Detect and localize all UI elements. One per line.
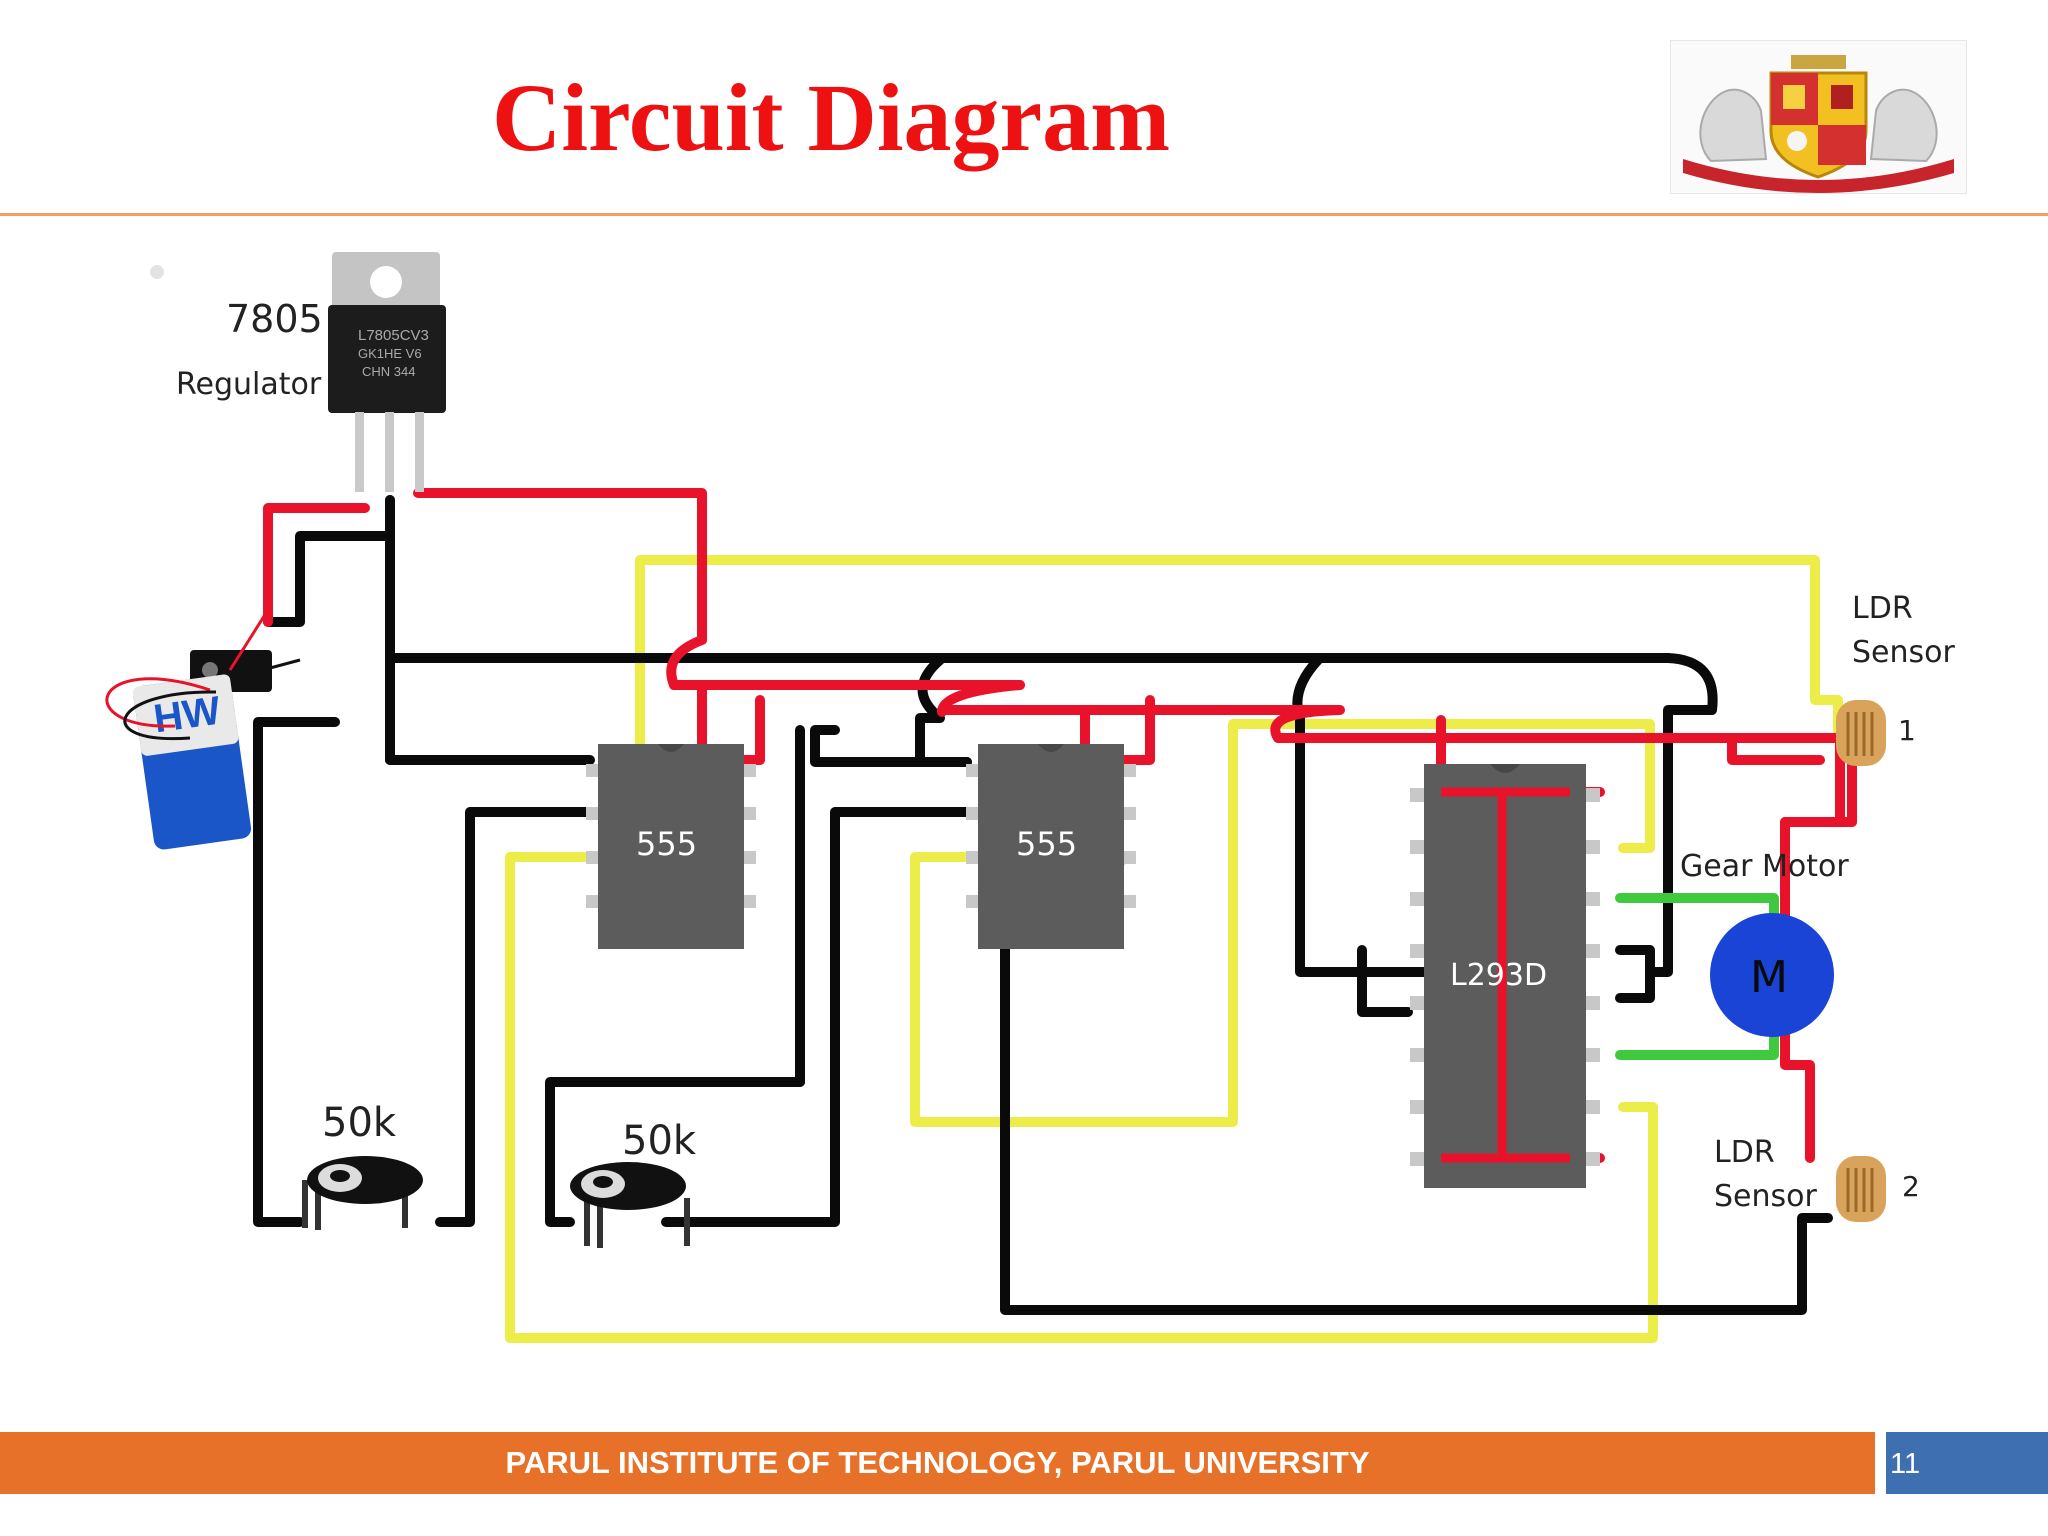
slide-title: Circuit Diagram xyxy=(492,64,1171,171)
regulator-marking-2: GK1HE V6 xyxy=(358,346,422,361)
header-divider xyxy=(0,213,2048,216)
ldr-1-line-2: Sensor xyxy=(1852,635,1955,670)
regulator-number-label: 7805 xyxy=(226,297,323,341)
potentiometer-2 xyxy=(570,1162,690,1248)
footer-text: PARUL INSTITUTE OF TECHNOLOGY, PARUL UNI… xyxy=(505,1445,1370,1480)
potentiometer-1 xyxy=(302,1156,423,1230)
page-number-box xyxy=(1886,1432,2048,1494)
ldr-2-number: 2 xyxy=(1902,1170,1920,1203)
pot-1-label: 50k xyxy=(322,1100,397,1146)
ldr-sensor-1 xyxy=(1836,700,1886,766)
motor-label: Gear Motor xyxy=(1680,849,1849,884)
timer-555-ic-2: 555 xyxy=(966,744,1136,949)
ldr-2-line-1: LDR xyxy=(1714,1135,1775,1170)
ldr-2-line-2: Sensor xyxy=(1714,1179,1817,1214)
regulator-marking-3: CHN 344 xyxy=(362,364,415,379)
ldr-1-line-1: LDR xyxy=(1852,591,1913,626)
timer-555-ic-1: 555 xyxy=(586,744,756,949)
motor-symbol: M xyxy=(1750,952,1788,1003)
battery-9v: HW xyxy=(105,609,301,850)
bullet-point xyxy=(150,265,164,279)
l293d-driver-ic: L293D xyxy=(1410,764,1600,1188)
driver-label: L293D xyxy=(1450,958,1547,993)
timer-2-label: 555 xyxy=(1016,825,1077,863)
ldr-sensor-2 xyxy=(1836,1156,1886,1222)
regulator-7805: L7805CV3 GK1HE V6 CHN 344 xyxy=(328,252,446,492)
regulator-word-label: Regulator xyxy=(176,367,322,402)
footer-bar xyxy=(0,1432,1875,1494)
timer-1-label: 555 xyxy=(636,825,697,863)
page-number: 11 xyxy=(1890,1448,1921,1480)
pot-2-label: 50k xyxy=(622,1118,697,1164)
university-logo xyxy=(1670,40,1967,194)
ldr-1-number: 1 xyxy=(1898,714,1916,747)
regulator-marking-1: L7805CV3 xyxy=(358,327,429,344)
gear-motor xyxy=(1710,913,1834,1037)
